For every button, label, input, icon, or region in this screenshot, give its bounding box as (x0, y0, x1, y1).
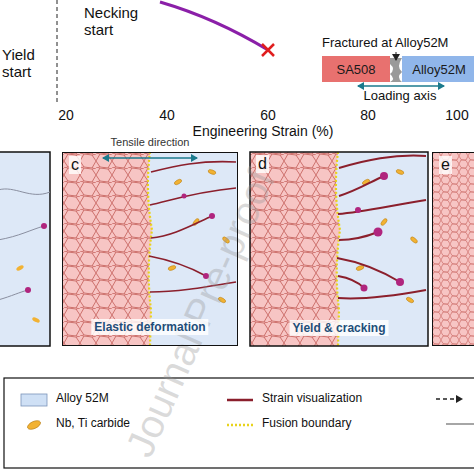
panel-caption: Yield & cracking (290, 320, 389, 336)
tick-label: 60 (254, 107, 282, 123)
annotation: Yield start (2, 46, 52, 81)
line-sample (227, 399, 253, 402)
legend-sample (20, 393, 48, 407)
panel-caption: Elastic deformation (91, 319, 208, 335)
mechanism-panel: e (432, 152, 474, 346)
axis-note: Loading axis (352, 89, 448, 104)
tick-label: 20 (52, 107, 80, 123)
mechanism-panel: cElastic deformation (62, 152, 238, 346)
legend-label: Fusion boundary (262, 417, 351, 431)
panel-letter: e (439, 156, 452, 174)
legend-label: Alloy 52M (56, 392, 109, 406)
legend-swatch (21, 394, 47, 406)
legend-sample (226, 418, 254, 432)
legend-label: Strain visualization (262, 392, 362, 406)
specimen-block: Alloy52M (402, 56, 474, 82)
tick-label: 100 (443, 107, 471, 123)
direction-label: Tensile direction (86, 136, 214, 149)
annotation: Necking start (84, 4, 154, 39)
tick-label: 80 (354, 107, 382, 123)
mechanism-panel: dYield & cracking (250, 152, 428, 346)
legend-sample (20, 418, 48, 432)
carbide-sample (26, 419, 42, 431)
tick-label: 40 (153, 107, 181, 123)
panel-letter: c (69, 156, 81, 174)
legend-sample (226, 393, 254, 407)
panel-letter: d (256, 155, 269, 173)
block-label: SA508 (336, 62, 375, 77)
line-sample (227, 424, 253, 427)
specimen-block: SA508 (322, 56, 390, 82)
block-label: Alloy52M (412, 62, 465, 77)
legend-label: Nb, Ti carbide (56, 417, 130, 431)
annotation: Fractured at Alloy52M (322, 36, 474, 51)
